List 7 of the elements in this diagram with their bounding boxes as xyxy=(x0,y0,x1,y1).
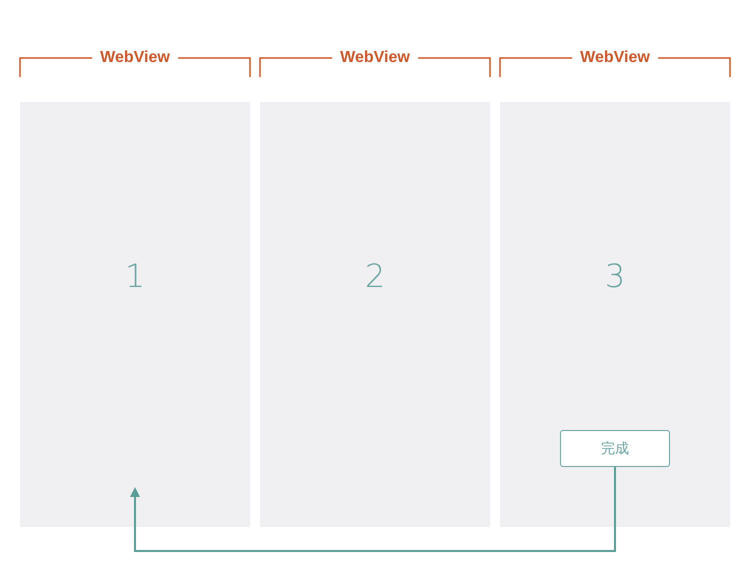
page-number: 2 xyxy=(364,257,386,295)
done-button: 完成 xyxy=(560,430,670,467)
page-number: 3 xyxy=(604,257,626,295)
screen-panel xyxy=(500,102,730,527)
arrow xyxy=(130,467,616,552)
screen-panel xyxy=(20,102,250,527)
page-number: 1 xyxy=(124,257,146,295)
